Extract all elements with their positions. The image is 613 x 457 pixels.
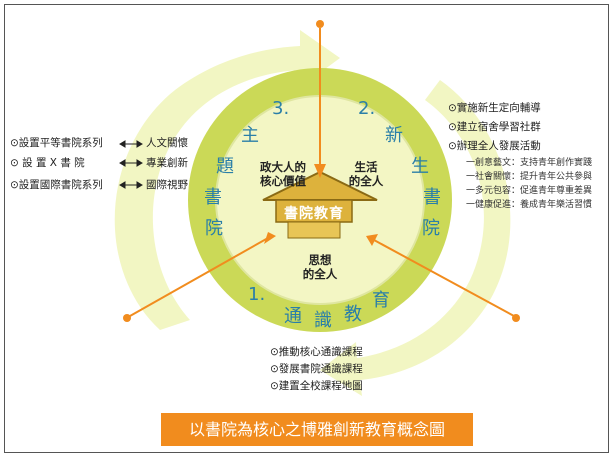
quadrant-top-left: 政大人的 核心價值: [250, 160, 316, 188]
left-list-item-2: ⊙ 設 置 X 書 院: [10, 157, 85, 169]
theme-char-2: 題: [216, 156, 234, 177]
theme-char-4: 院: [205, 218, 223, 239]
left-list-value-3: 國際視野: [146, 179, 188, 191]
new-char-1: 新: [385, 125, 403, 146]
quadrant-bottom: 思想 的全人: [292, 253, 348, 281]
arrow-right-head: [366, 234, 378, 246]
outer-border: [4, 4, 609, 453]
arrow-top-head: [314, 164, 326, 178]
quadrant-top-left-line2: 核心價值: [260, 174, 306, 188]
ring-number-1: 1.: [248, 284, 266, 305]
new-char-3: 書: [423, 187, 441, 208]
bottom-list-item-2: ⊙發展書院通識課程: [270, 363, 363, 375]
quadrant-top-left-line1: 政大人的: [260, 160, 306, 174]
quadrant-top-right-line1: 生活: [354, 160, 378, 174]
right-sub-item-4: 一健康促進：養成青年樂活習慣: [466, 200, 593, 210]
left-list-value-2: 專業創新: [146, 157, 188, 169]
quadrant-top-right-line2: 的全人: [348, 174, 384, 188]
arrow-left-head: [264, 232, 276, 244]
left-list-item-1: ⊙設置平等書院系列: [10, 137, 103, 149]
bottom-list-item-3: ⊙建置全校課程地圖: [270, 380, 363, 392]
diagram-caption: 以書院為核心之博雅創新教育概念圖: [161, 413, 473, 446]
left-list-item-3: ⊙設置國際書院系列: [10, 179, 103, 191]
right-sub-item-2: 一社會關懷：提升青年公共參與: [466, 172, 593, 182]
general-char-2: 識: [314, 310, 332, 331]
cycle-arrow-left: [114, 30, 340, 330]
arrow-right-line: [373, 239, 515, 317]
new-char-2: 生: [411, 156, 429, 177]
arrow-top-dot: [316, 20, 324, 28]
right-list-item-2: ⊙建立宿舍學習社群: [448, 121, 541, 133]
right-sub-item-1: 一創意藝文：支持青年創作實踐: [466, 158, 593, 168]
cycle-arrow-right: [320, 80, 511, 396]
right-list-item-3: ⊙辦理全人發展活動: [448, 140, 541, 152]
right-list-item-1: ⊙實施新生定向輔導: [448, 102, 541, 114]
arrow-right-dot: [512, 314, 520, 322]
quadrant-bottom-line2: 的全人: [302, 267, 338, 281]
ring-number-2: 2.: [358, 98, 376, 119]
right-sub-item-3: 一多元包容：促進青年尊重差異: [466, 186, 593, 196]
new-char-4: 院: [422, 218, 440, 239]
general-char-4: 育: [372, 290, 390, 311]
quadrant-top-right: 生活 的全人: [338, 160, 394, 188]
general-char-3: 教: [344, 304, 362, 325]
bottom-list-item-1: ⊙推動核心通識課程: [270, 346, 363, 358]
general-char-1: 通: [284, 306, 302, 327]
house-base: [287, 221, 341, 239]
ring-number-3: 3.: [272, 98, 290, 119]
core-label: 書院教育: [284, 206, 344, 222]
arrow-left-line: [129, 237, 269, 317]
left-list-value-1: 人文關懷: [146, 137, 188, 149]
theme-char-3: 書: [204, 187, 222, 208]
arrow-left-dot: [123, 314, 131, 322]
quadrant-bottom-line1: 思想: [308, 253, 332, 267]
theme-char-1: 主: [241, 125, 259, 146]
